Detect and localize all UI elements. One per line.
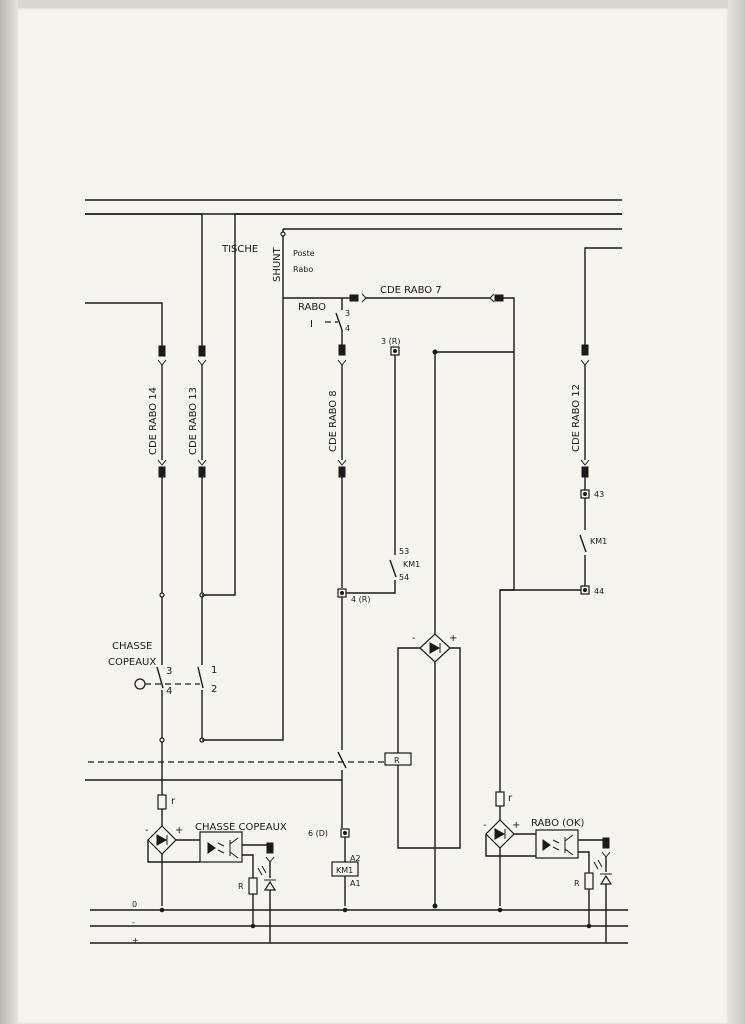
label-rabo-switch: RABO: [298, 302, 326, 313]
label-rail-0: 0: [132, 900, 137, 909]
center-rectifier: [397, 633, 461, 909]
top-bus-lines: [85, 199, 622, 230]
paper-sheet: [18, 8, 730, 1024]
wire-shunt: [202, 229, 286, 741]
label-sw-3: 3: [166, 666, 172, 677]
label-terminal-4r: 4 (R): [351, 595, 370, 604]
label-rail-plus: +: [132, 936, 139, 945]
page-right-edge: [728, 0, 745, 1024]
label-terminal-6d: 6 (D): [308, 829, 328, 838]
label-contact-3: 3: [345, 309, 350, 318]
label-terminal-44: 44: [594, 587, 604, 596]
label-poste: Poste: [293, 249, 315, 258]
label-sw-2: 2: [211, 684, 217, 695]
label-tische: TISCHE: [221, 244, 258, 255]
label-chasse-copeaux-sensor: CHASSE COPEAUX: [195, 822, 287, 833]
label-cde-rabo-12: CDE RABO 12: [571, 384, 582, 452]
label-plus-left: +: [175, 825, 183, 836]
label-rect-plus: +: [449, 633, 457, 644]
label-chasse: CHASSE: [112, 641, 152, 652]
label-rabo-ok: RABO (OK): [531, 818, 584, 829]
label-rabo: Rabo: [293, 265, 313, 274]
label-sw-1: 1: [211, 665, 217, 676]
label-i-symbol: I: [310, 319, 313, 330]
label-rail-minus: -: [132, 918, 135, 927]
label-relay-r: R: [394, 756, 400, 765]
label-terminal-43: 43: [594, 490, 604, 499]
label-shunt: SHUNT: [272, 246, 283, 282]
label-minus-left: -: [145, 825, 149, 836]
label-r-left: R: [238, 882, 244, 891]
label-km1-53: 53: [399, 547, 409, 556]
diagram-labels: TISCHE SHUNT Poste Rabo RABO I 3 4 CDE R…: [108, 244, 607, 945]
label-contact-4: 4: [345, 324, 350, 333]
label-coil-km1: KM1: [336, 866, 353, 875]
label-coil-a2: A2: [350, 854, 361, 863]
label-copeaux: COPEAUX: [108, 657, 156, 668]
page-binding-edge: [0, 0, 18, 1024]
label-plus-right: +: [512, 820, 520, 831]
label-km1-a: KM1: [403, 560, 420, 569]
sensor-rabo-ok: [485, 791, 613, 943]
wire-tische: [202, 214, 236, 596]
label-cde-rabo-14: CDE RABO 14: [148, 387, 159, 455]
wire-km1-53-54: [346, 346, 514, 634]
label-rect-minus: -: [412, 633, 416, 644]
label-cde-rabo-7: CDE RABO 7: [380, 285, 442, 296]
wire-cde-rabo-14: [85, 302, 167, 795]
label-terminal-3r: 3 (R): [381, 337, 400, 346]
bottom-rails: [90, 907, 628, 944]
wire-cde-rabo-12: [499, 247, 622, 792]
label-coil-a1: A1: [350, 879, 361, 888]
wire-cde-rabo-13: [85, 213, 207, 743]
relay-r-control: [85, 752, 412, 781]
sensor-chasse-copeaux: [134, 666, 277, 943]
label-r-right: R: [574, 879, 580, 888]
label-cde-rabo-8: CDE RABO 8: [328, 390, 339, 452]
label-resistor-r-right: r: [508, 793, 513, 804]
label-resistor-r-left: r: [171, 796, 176, 807]
label-cde-rabo-13: CDE RABO 13: [188, 387, 199, 455]
label-minus-right: -: [483, 820, 487, 831]
label-sw-4: 4: [166, 686, 172, 697]
label-km1-54: 54: [399, 573, 409, 582]
label-km1-b: KM1: [590, 537, 607, 546]
